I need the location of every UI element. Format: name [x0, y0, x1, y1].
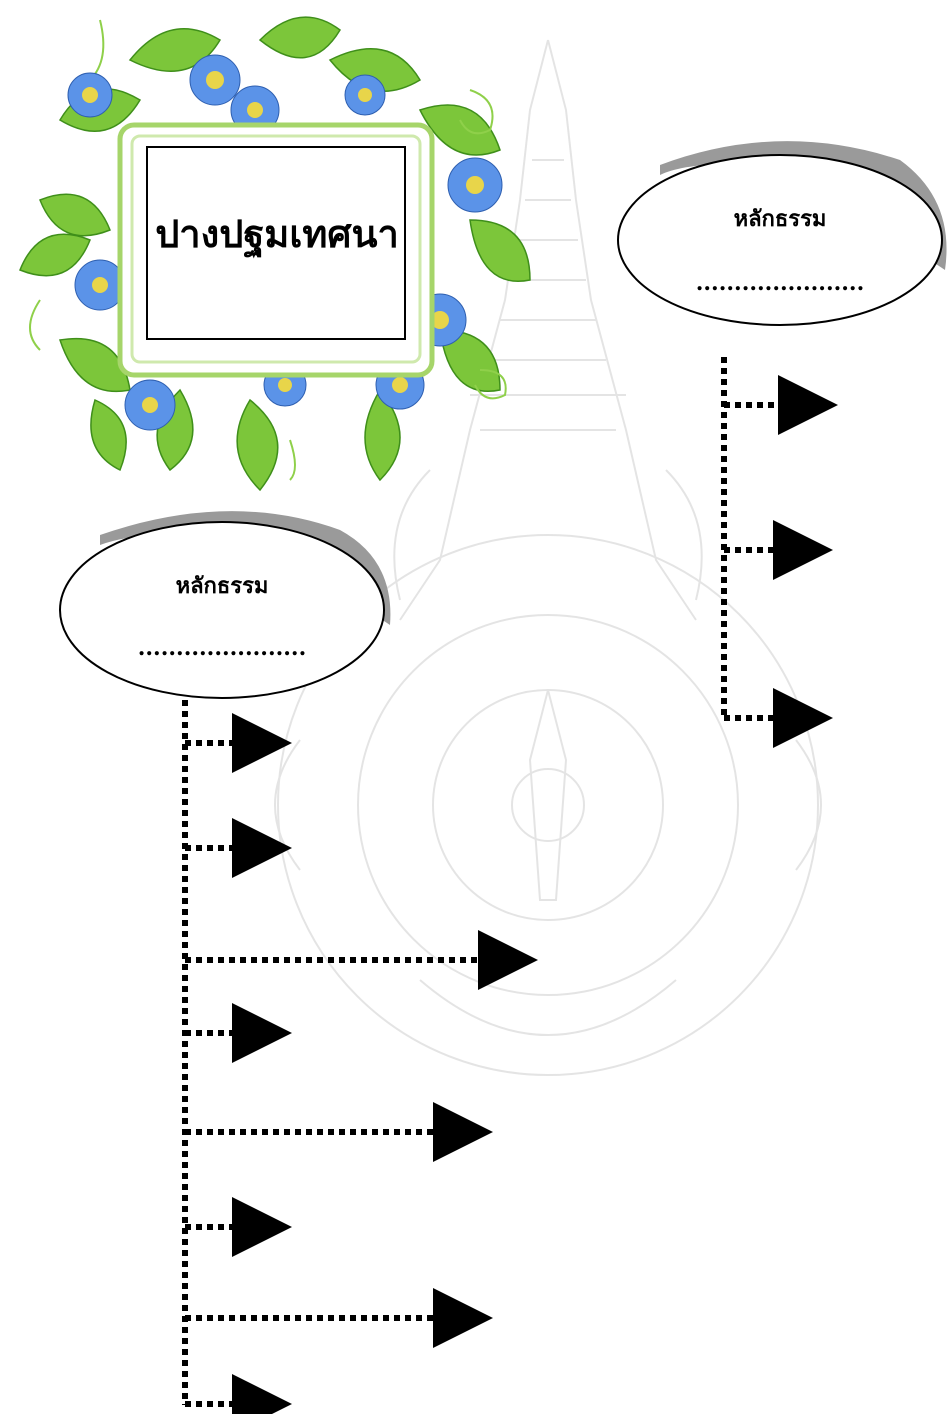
left-branches [182, 700, 538, 1414]
bubble-blank: ...................... [138, 635, 307, 661]
right-branches [721, 357, 838, 748]
bubble-right: หลักธรรม ...................... [617, 141, 947, 326]
bubble-heading: หลักธรรม [734, 206, 827, 232]
flower-frame-icon [19, 16, 531, 492]
bubble-left: หลักธรรม ...................... [59, 511, 391, 699]
title: ปางปฐมเทศนา [155, 211, 399, 259]
bubble-heading: หลักธรรม [176, 573, 269, 599]
bubble-blank: ...................... [696, 270, 865, 296]
